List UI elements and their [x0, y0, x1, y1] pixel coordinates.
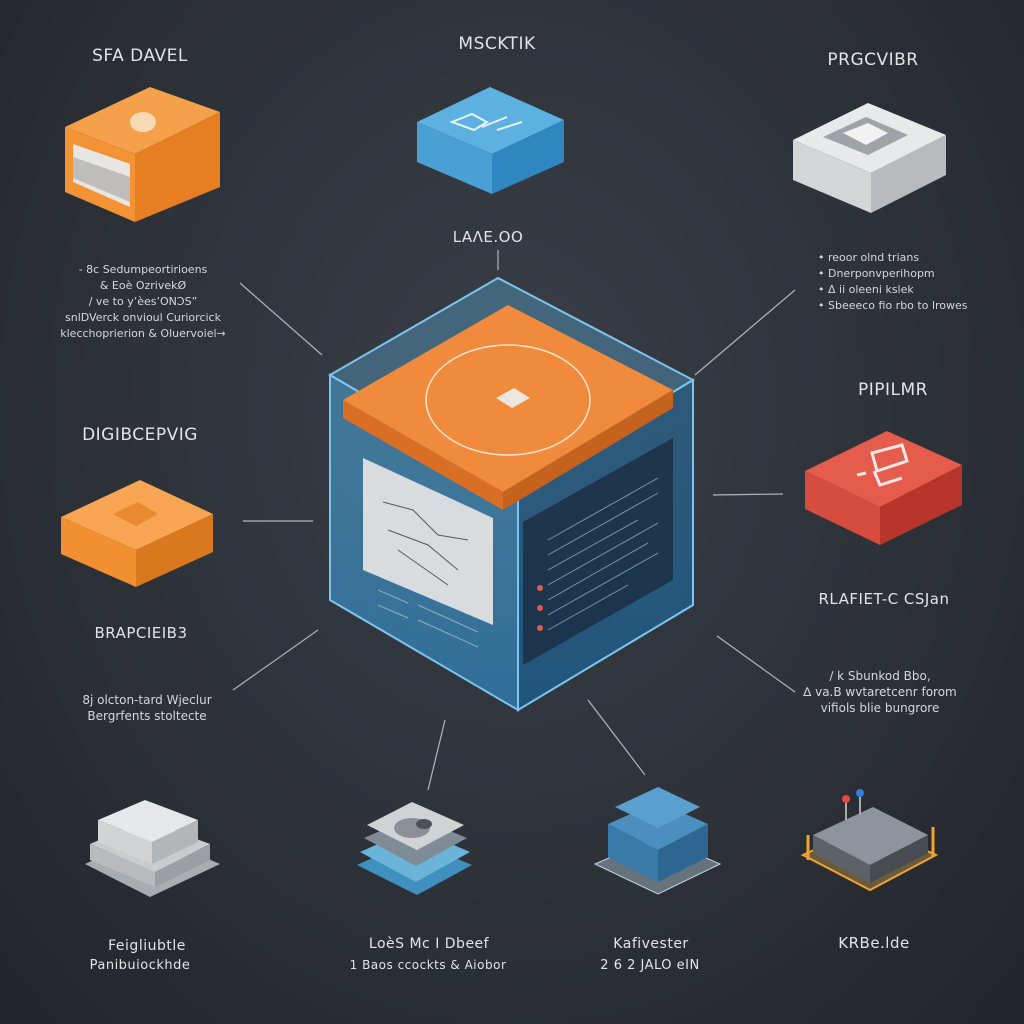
node-desc-top-right: • reoor olnd trians • Dnerponvperihopm •…	[818, 251, 968, 312]
node-subtitle-mid-left: BRAPCIEIB3	[94, 624, 188, 642]
blue-server-icon	[593, 787, 722, 895]
node-desc-mid-right: ∕ k Sbunkod Bbo, ∆ va.B wvtaretcenr foro…	[803, 669, 957, 715]
node-subtitle-bottom-2: 1 Baos ccockts & Aiobor	[349, 958, 507, 972]
connector-mid-right	[712, 493, 784, 496]
red-tile-icon	[805, 431, 962, 545]
node-desc-mid-left: 8j olcton-tard Wjeclur Bergrfents stolte…	[82, 693, 212, 723]
blue-box-icon	[417, 87, 564, 194]
node-title-top-right: PRGCVIBR	[827, 50, 919, 70]
connector-top-left	[239, 282, 323, 356]
gray-box-icon	[793, 103, 946, 213]
connector-bottom-right	[716, 635, 796, 693]
node-title-bottom-4: KRBe.lde	[838, 934, 910, 952]
orange-tile-icon	[61, 480, 213, 587]
node-subtitle-mid-right: RLAFIET-C CSJan	[818, 590, 950, 608]
node-title-bottom-1: Feigliubtle	[108, 938, 186, 954]
circuit-board-icon	[800, 789, 939, 892]
node-subtitle-bottom-3: 2 6 2 JALO eIN	[600, 958, 700, 973]
connector-bottom-3	[587, 699, 646, 776]
connector-top-right	[694, 289, 796, 376]
central-glass-cube	[328, 276, 696, 712]
disk-stack-icon	[357, 802, 472, 895]
node-title-bottom-2: LoèS Mc I Dbeef	[368, 936, 490, 952]
connector-bottom-left	[232, 629, 319, 691]
orange-box-icon	[65, 87, 220, 222]
node-desc-top-left: - 8c Sedumpeortirioens & Eoè OzrivekØ ∕ …	[60, 263, 226, 340]
node-title-mid-right: PIPILMR	[858, 380, 928, 400]
node-title-bottom-3: Kafivester	[613, 936, 689, 952]
connector-bottom-2	[427, 719, 446, 791]
gray-stack-icon	[85, 800, 220, 897]
node-title-mid-left: DIGIBCEPVIG	[82, 425, 198, 445]
node-subtitle-bottom-1: Panibuiockhde	[89, 958, 191, 973]
node-title-top-center: MSCKTIK	[458, 34, 536, 54]
center-label: LAΛE.OO	[452, 228, 524, 246]
node-title-top-left: SFA DAVEL	[92, 46, 188, 66]
